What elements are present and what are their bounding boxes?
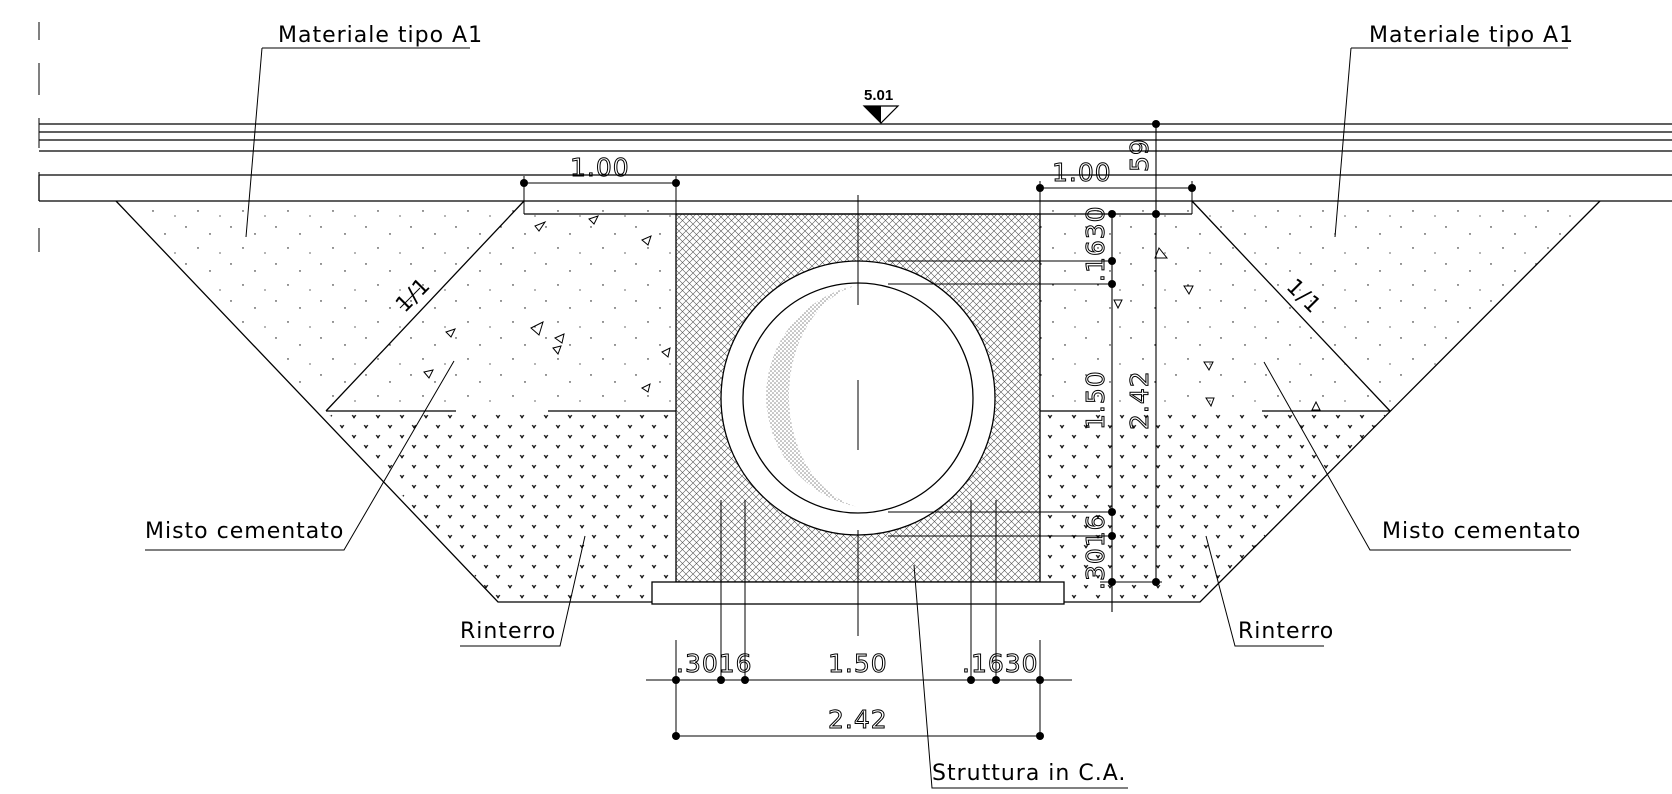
dim-cover-depth: 59 [1125,138,1154,172]
dim-horizontal-left-gap: .3016 [676,649,753,678]
label-rinterro-left: Rinterro [460,619,556,644]
road-pavement-layers [38,123,1672,202]
concrete-structure [651,195,1065,636]
dim-vertical-bottom-gap: .3016 [1081,513,1110,590]
dim-horizontal-inner: 1.50 [828,649,888,678]
label-rinterro-right: Rinterro [1238,619,1334,644]
label-material-right: Materiale tipo A1 [1369,23,1574,48]
dim-top-left-width: 1.00 [570,153,630,182]
label-struttura: Struttura in C.A. [932,761,1126,786]
label-misto-right: Misto cementato [1382,519,1581,544]
pipe-sediment-crescent [766,285,858,507]
dim-horizontal-right-gap: .1630 [962,649,1039,678]
label-misto-left: Misto cementato [145,519,344,544]
aggregate-symbols [423,215,1321,411]
level-marker-value: 5.01 [864,87,893,104]
rinterro-left-fill [326,411,676,602]
dim-horizontal-total: 2.42 [828,705,888,734]
level-marker: 5.01 [862,87,900,124]
dim-top-right-width: 1.00 [1052,158,1112,187]
misto-cementato-right-fill [1040,201,1390,411]
label-material-left: Materiale tipo A1 [278,23,483,48]
dim-vertical-top-gap: .1630 [1081,205,1110,282]
material-a1-left-fill [116,201,524,411]
trench [115,200,1601,603]
dim-vertical-inner: 1.50 [1081,370,1110,430]
labels: Materiale tipo A1 Materiale tipo A1 Mist… [145,23,1581,789]
dimensions: 1.00 1.00 59 2.42 .1630 1.50 .3016 [520,120,1196,740]
dim-vertical-total: 2.42 [1125,370,1154,430]
material-a1-right-fill [1192,201,1600,411]
misto-cementato-left-fill [326,201,676,411]
rinterro-right-fill [1040,411,1390,602]
